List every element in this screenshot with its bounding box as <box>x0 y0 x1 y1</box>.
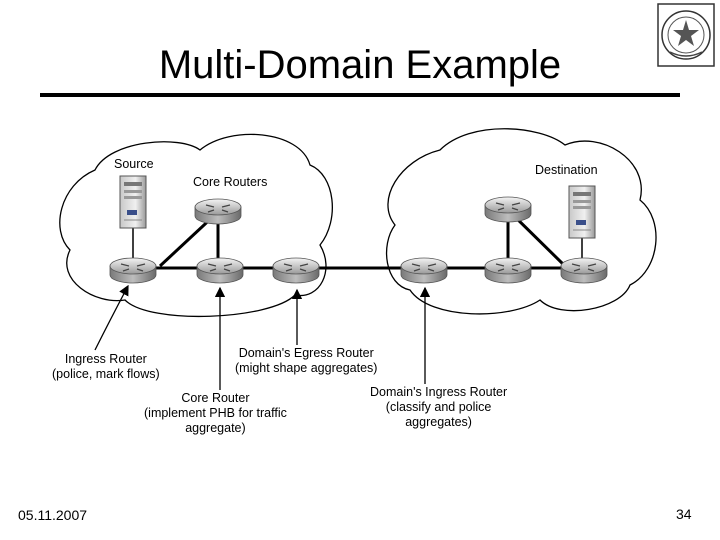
router-right-core-icon <box>484 257 532 284</box>
right-domain-cloud <box>385 128 657 315</box>
title-underline <box>40 93 680 97</box>
left-domain-cloud <box>59 133 333 318</box>
callout-egress-router-line-2: (might shape aggregates) <box>235 361 378 375</box>
label-destination: Destination <box>535 163 598 177</box>
router-right-edge-icon <box>560 257 608 284</box>
router-left-egress-icon <box>272 257 320 284</box>
callout-domain-ingress-router: Domain's Ingress Router (classify and po… <box>370 385 507 430</box>
slide-date: 05.11.2007 <box>18 507 88 523</box>
router-left-core-icon <box>196 257 244 284</box>
source-server-icon <box>119 175 147 229</box>
callout-core-router-line-3: aggregate) <box>185 421 246 435</box>
callout-core-router-line-1: Core Router <box>181 391 250 405</box>
callout-ingress-router: Ingress Router (police, mark flows) <box>52 352 160 382</box>
callout-core-router-line-2: (implement PHB for traffic <box>144 406 287 420</box>
router-right-core-top-icon <box>484 196 532 223</box>
callout-domain-ingress-router-line-3: aggregates) <box>405 415 472 429</box>
callout-ingress-router-line-1: Ingress Router <box>64 352 147 366</box>
router-left-ingress-icon <box>109 257 157 284</box>
callout-core-router: Core Router (implement PHB for traffic a… <box>144 391 287 436</box>
slide-page-number: 34 <box>676 506 692 522</box>
slide-title: Multi-Domain Example <box>158 43 562 87</box>
callout-domain-ingress-router-line-1: Domain's Ingress Router <box>370 385 508 399</box>
label-source: Source <box>114 157 154 171</box>
router-left-core-top-icon <box>194 198 242 225</box>
university-seal-logo <box>657 3 715 67</box>
callout-egress-router: Domain's Egress Router (might shape aggr… <box>235 346 377 376</box>
label-core-routers: Core Routers <box>193 175 268 189</box>
callout-domain-ingress-router-line-2: (classify and police <box>385 400 492 414</box>
callout-egress-router-line-1: Domain's Egress Router <box>238 346 374 360</box>
callout-ingress-router-line-2: (police, mark flows) <box>52 367 160 381</box>
destination-server-icon <box>568 185 596 239</box>
router-right-ingress-icon <box>400 257 448 284</box>
arrow-ingress-router <box>94 284 129 351</box>
